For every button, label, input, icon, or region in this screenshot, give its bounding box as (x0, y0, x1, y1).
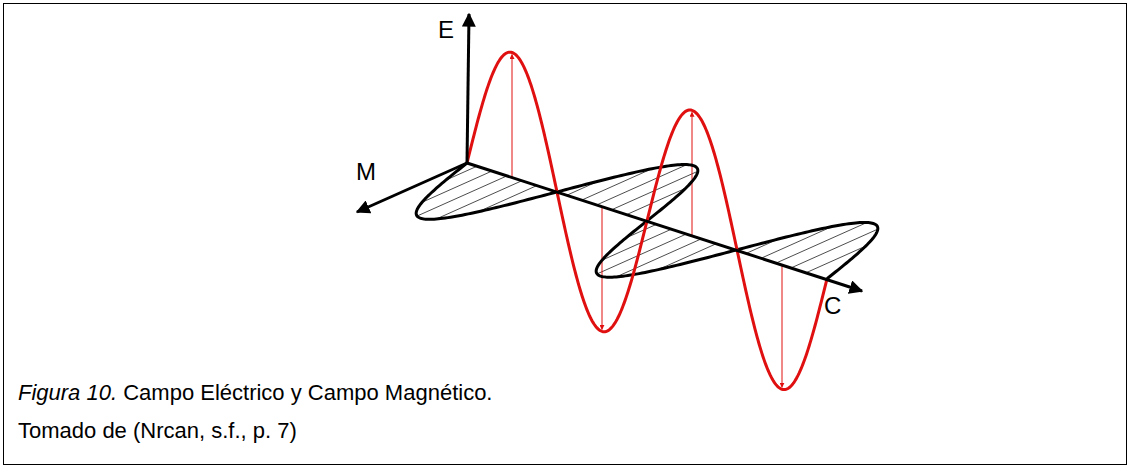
magnetic-hatch (422, 171, 492, 202)
wave-group (416, 52, 878, 389)
electric-vector (692, 112, 693, 235)
magnetic-hatch (582, 169, 652, 200)
magnetic-hatch (417, 176, 507, 216)
electric-vector (602, 206, 603, 329)
axis-label: C (824, 292, 841, 320)
figure-number: Figura 10. (18, 380, 117, 406)
axis-label: M (356, 158, 376, 186)
e-axis (467, 14, 469, 163)
magnetic-hatch (762, 227, 832, 258)
electric-vector (782, 264, 783, 387)
magnetic-hatch (627, 188, 686, 214)
source-note: Tomado de (Nrcan, s.f., p. 7) (18, 418, 297, 444)
magnetic-hatch (616, 239, 702, 277)
caption-row: Figura 10.Campo Eléctrico y Campo Magnét… (18, 380, 492, 406)
magnetic-hatch (807, 246, 866, 272)
magnetic-hatch (436, 181, 522, 219)
source-row: Tomado de (Nrcan, s.f., p. 7) (18, 418, 297, 444)
figure-frame (4, 4, 1127, 465)
axis-label: E (438, 16, 454, 44)
figure-caption: Campo Eléctrico y Campo Magnético. (123, 380, 492, 406)
electric-vector (512, 54, 513, 177)
c-axis (467, 163, 862, 291)
